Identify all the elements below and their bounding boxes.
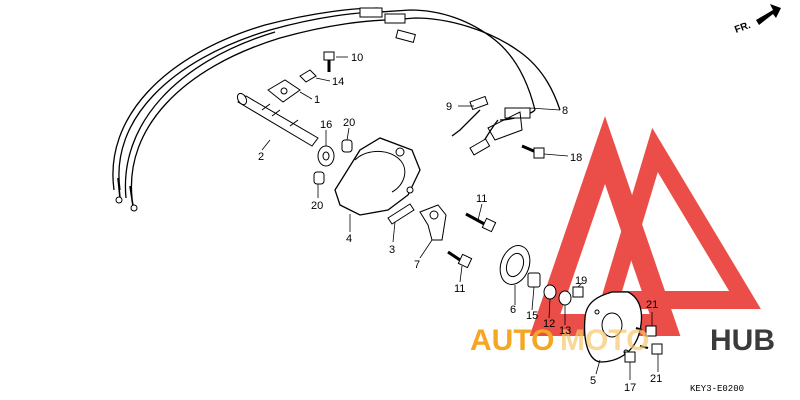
cable-bracket [487, 111, 523, 141]
diagram-code: KEY3-E0200 [690, 384, 744, 394]
cable-adjuster-2 [384, 13, 406, 24]
cable-ends [117, 177, 134, 207]
front-direction-icon: FR. [733, 4, 781, 36]
label-part-4: 4 [346, 233, 352, 245]
label-part-1: 1 [314, 94, 320, 106]
bolt-18 [521, 144, 545, 159]
watermark-text-left: AUTO [470, 324, 554, 357]
bracket-3 [387, 203, 415, 225]
label-part-21a: 21 [646, 299, 658, 311]
cable-end-barrel-2 [130, 204, 138, 212]
housing-body [334, 137, 421, 216]
cable-8-lower-fitting [469, 138, 491, 156]
cable-ends-8-9 [451, 95, 536, 156]
collar-20b [313, 171, 325, 185]
plate-7-hole [429, 210, 439, 220]
cable-outer-2 [130, 17, 561, 199]
washer-13 [558, 290, 572, 306]
label-part-17: 17 [624, 382, 636, 394]
cable-end-barrel-1 [115, 196, 123, 204]
screw-21a [635, 325, 657, 337]
nut-19 [572, 286, 584, 298]
throttle-cables [112, 7, 561, 212]
label-part-8: 8 [562, 105, 568, 117]
bolt-11a [465, 212, 497, 233]
label-part-14: 14 [332, 76, 344, 88]
cable-outer-4 [124, 31, 276, 199]
cable-9-line [451, 109, 481, 137]
label-part-11b: 11 [454, 283, 465, 295]
shaft-end [236, 92, 248, 106]
bolt-11b [447, 250, 473, 269]
label-part-15: 15 [526, 310, 538, 322]
leader-lines [261, 56, 659, 380]
bolt-10 [323, 51, 335, 72]
cable-adjuster-1 [359, 7, 383, 18]
bearing-16-inner [322, 151, 330, 161]
pulley-6 [499, 245, 531, 285]
cable-outer-3 [112, 7, 379, 191]
collar-20a [341, 139, 353, 153]
plate-hole [280, 87, 288, 95]
watermark-text-middle: MOTO [560, 324, 649, 357]
label-part-11a: 11 [476, 193, 487, 205]
logo-triangle-right [597, 127, 761, 309]
label-part-16: 16 [320, 119, 332, 131]
cable-adjuster-3 [395, 29, 416, 43]
label-part-5: 5 [590, 375, 596, 387]
front-label: FR. [733, 20, 752, 36]
throttle-shaft [236, 92, 319, 147]
clip-14 [299, 69, 317, 83]
plate-7 [419, 204, 447, 241]
cable-9-fitting [469, 95, 489, 111]
label-part-19: 19 [575, 275, 587, 287]
label-part-12: 12 [543, 318, 555, 330]
label-part-10: 10 [351, 52, 363, 64]
watermark-text: AUTO MOTO HUB [470, 324, 775, 357]
washer-15 [527, 272, 541, 288]
label-part-3: 3 [389, 244, 395, 256]
shaft-ridges [261, 103, 299, 127]
label-part-9: 9 [446, 101, 452, 113]
label-part-6: 6 [510, 304, 516, 316]
label-part-20a: 20 [343, 117, 355, 129]
front-arrow-icon [756, 4, 781, 25]
watermark-logo-icon [529, 116, 761, 336]
housing-hole-2 [406, 186, 414, 194]
label-part-7: 7 [414, 259, 420, 271]
part-labels: 10 14 1 2 16 20 20 4 3 7 11 11 6 15 12 1… [258, 52, 662, 394]
label-part-13: 13 [559, 325, 571, 337]
bolt-10-head [323, 51, 335, 61]
washer-12 [543, 284, 557, 300]
label-part-21b: 21 [650, 373, 662, 385]
screw-21b [639, 343, 663, 355]
label-part-20b: 20 [311, 200, 323, 212]
throttle-housing [334, 137, 421, 216]
housing-detail [354, 151, 406, 193]
housing-hole [395, 147, 405, 157]
label-part-2: 2 [258, 151, 264, 163]
watermark-text-right: HUB [710, 324, 775, 357]
shaft-body [237, 95, 319, 147]
label-part-18: 18 [570, 152, 582, 164]
